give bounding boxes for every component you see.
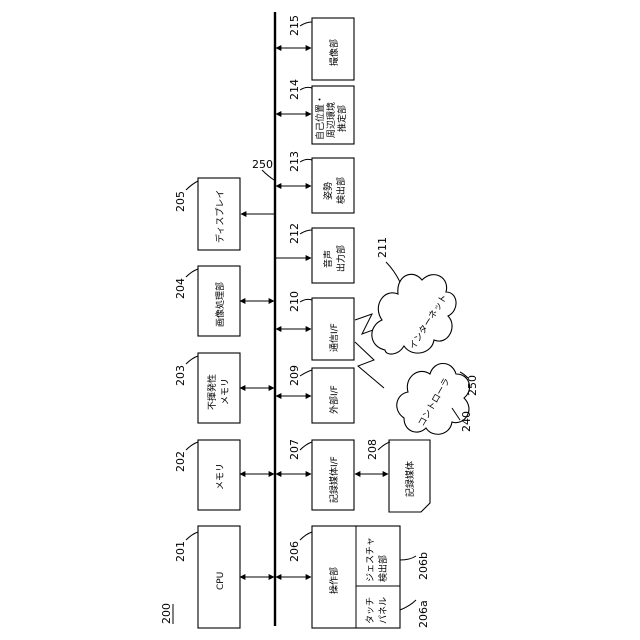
ref-250-controller: 250: [466, 375, 479, 396]
block-208-recording-medium: 記録媒体 208: [366, 439, 430, 512]
imaging-unit-label: 撮像部: [328, 39, 340, 66]
nvm-label-line2: メモリ: [221, 378, 231, 405]
block-202-memory: メモリ 202: [174, 440, 274, 510]
block-204-image-processor: 画像処理部 204: [174, 266, 274, 336]
block-209-external-if: 外部I/F 209: [276, 365, 354, 423]
touch-panel-label-line2: パネル: [378, 597, 389, 624]
self-position-label-line1: 自己位置・: [314, 95, 326, 140]
ref-211-leader: [386, 262, 400, 282]
ref-203: 203: [174, 365, 187, 386]
bus-ref-label: 250: [252, 158, 273, 171]
recording-medium-if-label: 記録媒体I/F: [328, 456, 340, 503]
ref-214-leader: [300, 87, 312, 90]
ref-206a-leader: [400, 600, 416, 610]
ref-212-leader: [300, 230, 312, 234]
ref-209-leader: [300, 370, 312, 376]
ref-206: 206: [288, 541, 301, 562]
ref-204-leader: [186, 269, 198, 277]
posture-detector-label-line2: 検出部: [335, 177, 347, 204]
posture-detector-label-line1: 姿勢: [322, 182, 334, 200]
ref-211: 211: [376, 237, 389, 258]
self-position-label-line3: 推定部: [336, 105, 348, 132]
block-213-posture-detector: 姿勢 検出部 213: [276, 151, 354, 213]
nvm-label-line1: 不揮発性: [206, 374, 218, 410]
block-201-cpu: CPU 201: [174, 526, 274, 628]
ref-209: 209: [288, 365, 301, 386]
recording-medium-label: 記録媒体: [404, 461, 416, 497]
operation-unit-label: 操作部: [328, 567, 340, 594]
audio-output-label-line1: 音声: [322, 250, 334, 268]
block-211-internet: インターネット 211: [372, 237, 456, 354]
bus-leader-line: [262, 170, 274, 180]
external-if-label: 外部I/F: [328, 385, 340, 414]
ref-203-leader: [186, 356, 198, 364]
ref-210-leader: [300, 299, 312, 302]
system-ref-group: 200: [160, 603, 173, 624]
memory-label: メモリ: [216, 463, 226, 490]
ref-204: 204: [174, 278, 187, 299]
ref-207-leader: [300, 442, 312, 450]
image-processor-label: 画像処理部: [214, 282, 226, 327]
block-206-operation-unit: 操作部 タッチ パネル ジェスチャ 検出部 206 206a 206b: [276, 526, 430, 628]
system-ref-label: 200: [160, 603, 173, 624]
block-215-imaging-unit: 撮像部 215: [276, 15, 354, 80]
ref-202: 202: [174, 451, 187, 472]
block-212-audio-output: 音声 出力部 212: [276, 223, 354, 283]
ref-210: 210: [288, 291, 301, 312]
block-214-self-position-estimator: 自己位置・ 周辺環境 推定部 214: [276, 79, 354, 144]
gesture-detector-label-line1: ジェスチャ: [365, 537, 376, 582]
audio-output-label-line2: 出力部: [335, 245, 347, 272]
block-205-display: ディスプレイ 205: [174, 178, 274, 250]
self-position-label-line2: 周辺環境: [325, 102, 337, 138]
ref-208-leader: [378, 442, 390, 450]
ref-206b-leader: [400, 556, 416, 560]
ref-201: 201: [174, 541, 187, 562]
ref-207: 207: [288, 439, 301, 460]
cpu-label: CPU: [216, 572, 226, 590]
ref-201-leader: [186, 532, 198, 540]
ref-214: 214: [288, 79, 301, 100]
ref-213-leader: [300, 159, 312, 162]
ref-205-leader: [186, 181, 198, 190]
ref-215: 215: [288, 15, 301, 36]
gesture-detector-label-line2: 検出部: [377, 555, 389, 582]
wireless-link-controller: [355, 342, 384, 388]
ref-206a: 206a: [417, 600, 430, 628]
communication-if-label: 通信I/F: [328, 323, 340, 352]
block-240-controller: コントローラ 240 250: [397, 364, 479, 435]
ref-206-leader: [300, 532, 312, 540]
ref-206b: 206b: [417, 552, 430, 580]
ref-208: 208: [366, 439, 379, 460]
ref-212: 212: [288, 223, 301, 244]
ref-205: 205: [174, 191, 187, 212]
block-203-nonvolatile-memory: 不揮発性 メモリ 203: [174, 353, 274, 423]
ref-202-leader: [186, 442, 198, 450]
ref-215-leader: [300, 22, 312, 26]
ref-240: 240: [460, 411, 473, 432]
touch-panel-label-line1: タッチ: [365, 597, 376, 624]
ref-213: 213: [288, 151, 301, 172]
display-label: ディスプレイ: [214, 190, 226, 243]
